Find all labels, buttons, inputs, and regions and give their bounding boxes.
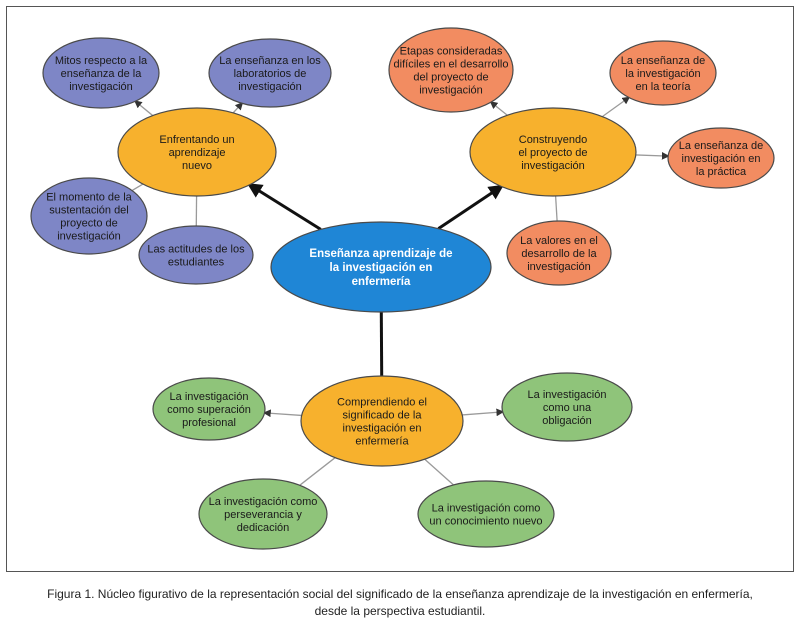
node-label-leaf-teoria-line-1: la investigación	[625, 68, 700, 80]
node-label-leaf-perseverancia-line-2: dedicación	[237, 522, 290, 534]
connector-hub-proyecto-to-leaf-etapas	[489, 101, 508, 116]
connector-hub-proyecto-to-leaf-practica	[635, 151, 670, 160]
node-label-leaf-sustentacion-line-3: investigación	[57, 231, 121, 243]
node-label-leaf-laboratorios-line-1: laboratorios de	[234, 68, 307, 80]
node-label-leaf-practica-line-1: investigación en	[682, 153, 761, 165]
node-label-leaf-valores-line-1: desarrollo de la	[521, 248, 597, 260]
node-label-leaf-actitudes-line-1: estudiantes	[168, 257, 225, 269]
node-label-hub-significado-line-1: significado de la	[343, 410, 423, 422]
caption-line-1: Figura 1. Núcleo figurativo de la repres…	[47, 587, 753, 601]
node-label-hub-significado-line-3: enfermería	[355, 436, 409, 448]
node-label-leaf-superacion-line-2: profesional	[182, 417, 236, 429]
node-shape-leaf-superacion	[152, 377, 266, 441]
node-label-leaf-practica-line-0: La enseñanza de	[679, 140, 763, 152]
node-label-hub-significado-line-0: Comprendiendo el	[337, 397, 427, 409]
node-label-leaf-conocimiento-line-1: un conocimiento nuevo	[429, 516, 542, 528]
node-label-leaf-perseverancia-line-1: perseverancia y	[224, 509, 302, 521]
node-label-leaf-teoria-line-0: La enseñanza de	[621, 55, 705, 67]
connector-hub-nuevo-to-leaf-mitos	[134, 100, 154, 117]
node-shape-leaf-actitudes	[138, 225, 254, 285]
node-label-leaf-valores-line-0: La valores en el	[520, 235, 598, 247]
node-shape-leaf-obligacion	[501, 372, 633, 442]
node-shape-leaf-sustentacion	[30, 177, 148, 255]
node-label-hub-proyecto-line-1: el proyecto de	[518, 147, 587, 159]
connector-hub-proyecto-to-leaf-teoria	[601, 96, 631, 118]
concept-map: Enseñanza aprendizaje de la investigación…	[30, 27, 775, 550]
connector-hub-significado-to-leaf-obligacion	[462, 408, 505, 417]
connector-hub-significado-to-leaf-superacion	[263, 409, 302, 418]
node-shape-hub-proyecto	[469, 107, 637, 197]
figure-caption: Figura 1. Núcleo figurativo de la repres…	[0, 586, 800, 620]
node-label-hub-nuevo-line-0: Enfrentando un	[159, 134, 234, 146]
node-label-leaf-sustentacion-line-1: sustentación del	[49, 205, 129, 217]
node-label-leaf-mitos-line-1: enseñanza de la	[61, 68, 143, 80]
node-label-hub-nuevo-line-2: nuevo	[182, 160, 212, 172]
node-label-leaf-obligacion-line-0: La investigación	[528, 389, 607, 401]
node-shape-center	[270, 221, 492, 313]
node-label-leaf-conocimiento-line-0: La investigación como	[432, 503, 541, 515]
node-shape-leaf-mitos	[42, 37, 160, 109]
connector-hub-proyecto-to-leaf-valores	[554, 195, 558, 222]
node-label-leaf-sustentacion-line-0: El momento de la	[46, 192, 132, 204]
node-label-hub-proyecto-line-2: investigación	[521, 160, 585, 172]
node-label-leaf-valores-line-2: investigación	[527, 261, 591, 273]
node-shape-leaf-perseverancia	[198, 478, 328, 550]
node-shape-leaf-valores	[506, 220, 612, 286]
connector-hub-significado-to-leaf-conocimiento	[424, 458, 454, 486]
node-label-center-line-2: enfermería	[352, 276, 411, 288]
node-shape-leaf-conocimiento	[417, 480, 555, 548]
node-label-center-line-0: Enseñanza aprendizaje de	[309, 248, 452, 260]
node-label-leaf-etapas-line-0: Etapas consideradas	[400, 46, 503, 58]
node-label-leaf-etapas-line-2: del proyecto de	[413, 72, 488, 84]
node-center: Enseñanza aprendizaje de la investigación…	[270, 221, 492, 313]
node-shape-leaf-etapas	[388, 27, 514, 113]
node-shape-hub-significado	[300, 375, 464, 467]
node-label-leaf-obligacion-line-1: como una	[543, 402, 592, 414]
connector-hub-nuevo-to-leaf-laboratorios	[232, 102, 244, 114]
node-label-leaf-actitudes-line-0: Las actitudes de los	[147, 244, 245, 256]
node-label-center-line-1: la investigación en	[330, 262, 433, 274]
node-label-leaf-mitos-line-0: Mitos respecto a la	[55, 55, 148, 67]
caption-line-2: desde la perspectiva estudiantil.	[314, 604, 486, 618]
node-shape-leaf-practica	[667, 127, 775, 189]
node-label-hub-significado-line-2: investigación en	[343, 423, 422, 435]
connector-center-to-hub-proyecto	[437, 184, 504, 230]
node-label-leaf-superacion-line-0: La investigación	[170, 391, 249, 403]
node-label-leaf-laboratorios-line-2: investigación	[238, 81, 302, 93]
connector-hub-nuevo-to-leaf-sustentacion	[131, 183, 144, 192]
node-label-hub-proyecto-line-0: Construyendo	[519, 134, 588, 146]
node-label-leaf-teoria-line-2: en la teoría	[635, 81, 691, 93]
node-label-leaf-laboratorios-line-0: La enseñanza en los	[219, 55, 321, 67]
node-label-hub-nuevo-line-1: aprendizaje	[169, 147, 226, 159]
node-label-leaf-sustentacion-line-2: proyecto de	[60, 218, 117, 230]
node-shape-leaf-laboratorios	[208, 38, 332, 108]
node-shape-leaf-teoria	[609, 40, 717, 106]
node-label-leaf-etapas-line-1: difíciles en el desarrollo	[394, 59, 509, 71]
node-shape-hub-nuevo	[117, 107, 277, 197]
node-label-leaf-superacion-line-1: como superación	[167, 404, 251, 416]
node-label-leaf-perseverancia-line-0: La investigación como	[209, 496, 318, 508]
connector-center-to-hub-nuevo	[247, 183, 322, 231]
node-label-leaf-mitos-line-2: investigación	[69, 81, 133, 93]
node-label-leaf-etapas-line-3: investigación	[419, 85, 483, 97]
connector-hub-significado-to-leaf-perseverancia	[299, 457, 336, 486]
node-label-leaf-obligacion-line-2: obligación	[542, 415, 592, 427]
node-label-leaf-practica-line-2: la práctica	[696, 166, 747, 178]
